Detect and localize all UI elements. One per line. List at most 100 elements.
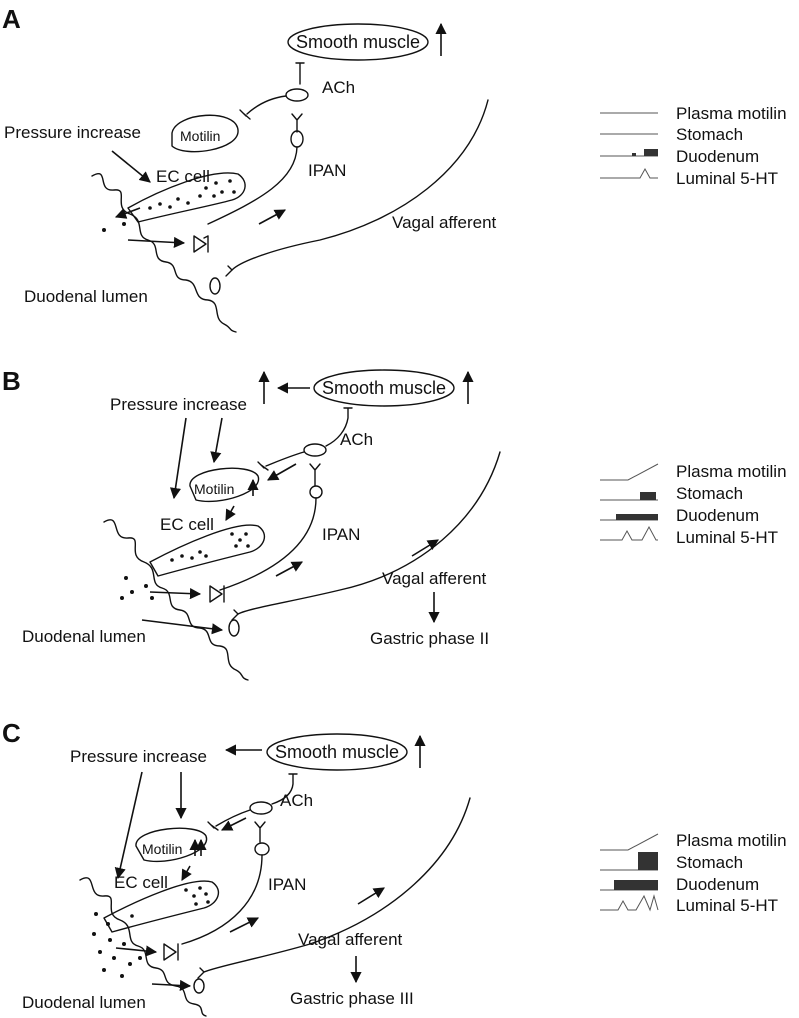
ec-cell — [149, 524, 266, 577]
duodenum-trace — [600, 880, 658, 891]
smooth-muscle-label: Smooth muscle — [296, 32, 420, 52]
plasma-motilin-trace — [600, 833, 659, 851]
ipan-label: IPAN — [322, 525, 360, 544]
vagal-terminal — [197, 967, 205, 979]
luminal-5ht-dots — [120, 576, 154, 600]
motor-neuron-soma — [303, 443, 327, 457]
ec-cell-granules — [170, 532, 250, 562]
vagal-terminal — [231, 609, 239, 621]
mucosa-lining — [79, 877, 207, 1017]
legend-luminal-5ht: Luminal 5-HT — [676, 896, 778, 915]
5ht-receptor — [209, 585, 225, 603]
ipan-label: IPAN — [268, 875, 306, 894]
ipan-dendrite — [309, 463, 321, 487]
pressure-increase-label: Pressure increase — [70, 747, 207, 766]
legend-luminal-5ht: Luminal 5-HT — [676, 169, 778, 188]
smooth-muscle-ellipse — [313, 369, 455, 407]
motor-neuron-soma — [285, 88, 309, 102]
vagal-afferent-label: Vagal afferent — [298, 930, 403, 949]
legend: Plasma motilin Stomach Duodenum Luminal … — [600, 831, 787, 915]
lumen-arrow — [141, 619, 224, 635]
motor-neuron-soma — [249, 801, 273, 815]
pressure-arrow — [210, 417, 223, 464]
synapse-terminal — [271, 773, 298, 805]
ach-label: ACh — [280, 791, 313, 810]
motor-neuron-axon — [265, 451, 305, 467]
ec-cell-label: EC cell — [114, 873, 168, 892]
duodenum-trace — [600, 514, 658, 521]
mucosa-lining — [91, 173, 237, 333]
legend: Plasma motilin Stomach Duodenum Luminal … — [600, 462, 787, 547]
5ht-to-receptor-arrow — [115, 945, 158, 957]
ec-cell-label: EC cell — [160, 515, 214, 534]
motor-neuron-axon — [246, 95, 287, 115]
duodenal-lumen-label: Duodenal lumen — [22, 627, 146, 646]
legend: Plasma motilin Stomach Duodenum Luminal … — [600, 104, 787, 188]
ach-label: ACh — [322, 78, 355, 97]
panel-a: A Smooth muscle ACh IPAN Motilin Pressur… — [2, 4, 787, 333]
ipan-axon — [181, 854, 263, 945]
ipan-dendrite — [254, 821, 266, 843]
motilin-cell — [171, 114, 239, 153]
panel-letter: C — [2, 718, 21, 748]
pressure-arrow — [114, 771, 143, 880]
vagal-afferent-fiber — [237, 451, 501, 615]
lumen-arrow — [151, 979, 192, 992]
luminal-5ht-trace — [600, 894, 659, 912]
luminal-5ht-trace — [600, 525, 658, 541]
5ht-to-receptor-arrow — [149, 588, 202, 600]
smooth-muscle-ellipse — [266, 733, 408, 771]
5ht-receptor — [163, 943, 179, 961]
legend-luminal-5ht: Luminal 5-HT — [676, 528, 778, 547]
ipan-soma — [254, 842, 270, 856]
synapse-terminal — [239, 109, 251, 120]
synapse-terminal — [207, 821, 219, 831]
vagal-terminal — [225, 265, 233, 277]
smooth-muscle-label: Smooth muscle — [275, 742, 399, 762]
ach-arrow — [220, 817, 247, 831]
legend-stomach: Stomach — [676, 853, 743, 872]
synapse-terminal — [257, 461, 269, 471]
vagal-ending — [228, 619, 240, 637]
ec-cell-granules — [148, 179, 236, 210]
legend-stomach: Stomach — [676, 125, 743, 144]
stomach-trace — [600, 492, 658, 501]
stomach-trace — [600, 852, 658, 871]
ipan-axon — [219, 497, 317, 591]
motilin-label: Motilin — [142, 841, 182, 857]
ipan-arrow — [275, 561, 303, 577]
ec-cell-label: EC cell — [156, 167, 210, 186]
5ht-receptor — [193, 235, 209, 253]
plasma-motilin-trace — [600, 463, 659, 481]
motilin-label: Motilin — [180, 128, 220, 144]
motilin-to-ec-arrow — [181, 865, 192, 881]
vagal-afferent-label: Vagal afferent — [392, 213, 497, 232]
vagal-afferent-label: Vagal afferent — [382, 569, 487, 588]
ipan-arrow — [258, 209, 286, 225]
luminal-5ht-dots — [92, 912, 142, 978]
ipan-soma — [309, 485, 323, 499]
pressure-arrow — [111, 150, 151, 183]
ec-cell — [127, 172, 246, 223]
gastric-phase-label: Gastric phase II — [370, 629, 489, 648]
ach-label: ACh — [340, 430, 373, 449]
ipan-label: IPAN — [308, 161, 346, 180]
panel-b: B Smooth muscle Pressure increase ACh IP… — [2, 366, 787, 681]
legend-plasma-motilin: Plasma motilin — [676, 462, 787, 481]
ec-cell-granules — [130, 886, 210, 918]
5ht-to-receptor-arrow — [127, 236, 186, 249]
panel-letter: B — [2, 366, 21, 396]
legend-duodenum: Duodenum — [676, 506, 759, 525]
pressure-increase-label: Pressure increase — [4, 123, 141, 142]
motilin-cell — [189, 467, 260, 503]
legend-duodenum: Duodenum — [676, 875, 759, 894]
motilin-to-ec-arrow — [225, 505, 236, 521]
legend-plasma-motilin: Plasma motilin — [676, 831, 787, 850]
duodenum-trace — [600, 149, 658, 157]
ach-arrow — [267, 463, 297, 481]
vagal-afferent-fiber — [203, 797, 471, 973]
duodenal-lumen-label: Duodenal lumen — [22, 993, 146, 1012]
vagal-arrow — [357, 887, 385, 905]
vagal-afferent-fiber — [231, 99, 489, 271]
